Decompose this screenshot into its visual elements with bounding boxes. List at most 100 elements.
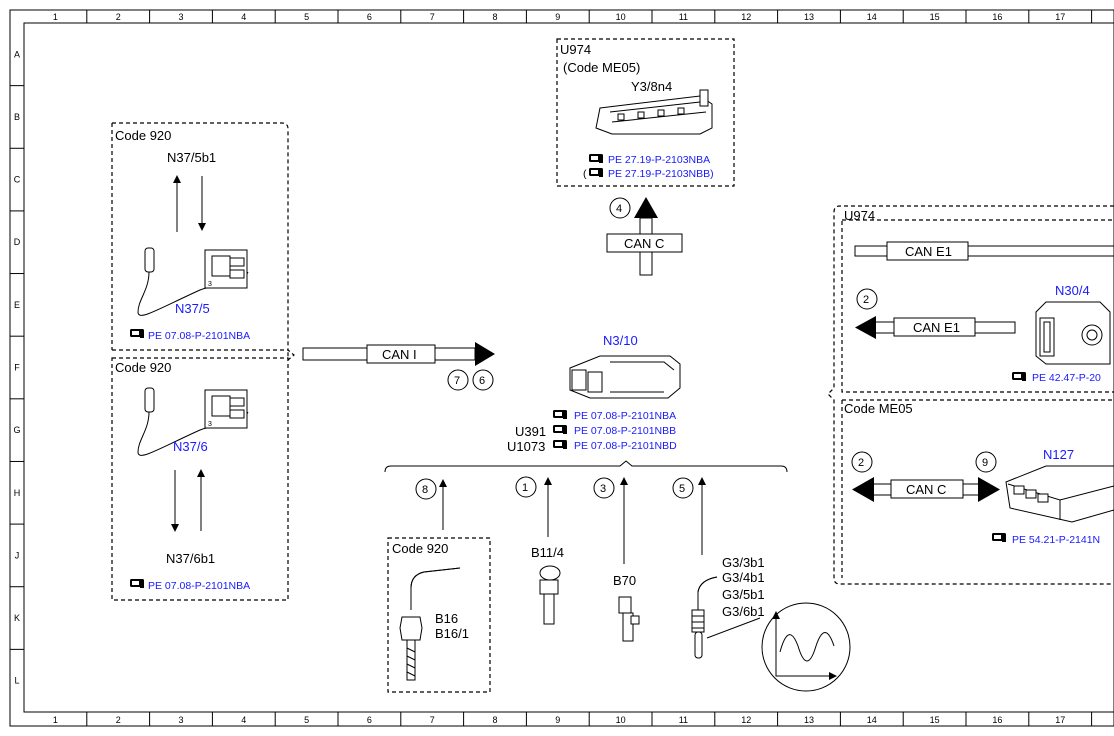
pointing-hand-icon: [130, 579, 144, 588]
column-number: 9: [555, 12, 560, 22]
bracket: [384, 460, 788, 473]
reference-link[interactable]: PE 42.47-P-20: [1032, 372, 1101, 384]
column-number: 13: [804, 715, 814, 725]
label-g3-3b1: G3/3b1: [722, 555, 765, 570]
component-n30-4: N30/4: [1055, 283, 1090, 298]
signal-label-n37-5b1: N37/5b1: [167, 150, 216, 165]
box-title: Code 920: [392, 541, 448, 556]
component-n127: N127: [1043, 447, 1074, 462]
pointing-hand-icon: [553, 410, 567, 419]
svg-text:3: 3: [208, 421, 212, 428]
reference-link[interactable]: PE 07.08-P-2101NBA: [148, 580, 250, 592]
box-code920-n37-5: Code 920 N37/5b1 3 N37/5 PE 07.08-P-2101…: [111, 122, 295, 362]
label-u391: U391: [515, 424, 546, 439]
crankshaft-sensor-b70-graphic: [618, 596, 640, 642]
bus-label-can-i: CAN I: [382, 347, 417, 362]
reference-link[interactable]: PE 54.21-P-2141N: [1012, 534, 1100, 546]
column-number: 15: [930, 12, 940, 22]
component-n3-10: N3/10: [603, 333, 638, 348]
column-number: 11: [679, 12, 688, 22]
pointing-hand-icon: [589, 154, 603, 163]
bubble-2: 2: [858, 457, 864, 469]
row-letter: L: [14, 676, 19, 686]
pointing-hand-icon: [992, 533, 1006, 542]
row-letter: G: [13, 425, 20, 435]
column-number: 7: [430, 715, 435, 725]
column-number: 17: [1055, 12, 1065, 22]
column-number: 16: [992, 12, 1002, 22]
pointer-line: [706, 617, 761, 639]
column-number: 7: [430, 12, 435, 22]
pointing-hand-icon: [553, 440, 567, 449]
reference-link[interactable]: PE 27.19-P-2103NBA: [608, 154, 710, 166]
box-subtitle: (Code ME05): [563, 60, 640, 75]
component-y3-8n4: Y3/8n4: [631, 79, 672, 94]
label-g3-4b1: G3/4b1: [722, 570, 765, 585]
right-panel-u974: U974 CAN E1 2 CAN E1 N30/4 PE 42.47-P-20…: [827, 205, 1114, 585]
component-n37-6: N37/6: [173, 439, 208, 454]
column-number: 15: [930, 715, 940, 725]
can-i-bus: CAN I 7 6: [302, 342, 495, 391]
label-g3-6b1: G3/6b1: [722, 604, 765, 619]
label-b16: B16: [435, 611, 458, 626]
label-g3-5b1: G3/5b1: [722, 587, 765, 602]
row-letter: D: [14, 237, 21, 247]
bus-label-can-e1-top: CAN E1: [905, 244, 952, 259]
column-number: 14: [867, 715, 877, 725]
column-number: 17: [1055, 715, 1065, 725]
column-number: 10: [616, 12, 626, 22]
waveform-circle-icon: [761, 602, 851, 692]
column-number: 11: [679, 715, 688, 725]
column-number: 4: [241, 715, 246, 725]
bus-label-can-c: CAN C: [906, 482, 946, 497]
row-letter: C: [14, 175, 21, 185]
can-c-top-bus: CAN C 4: [606, 197, 683, 276]
sensor-inputs: 8 Code 920 B16 B16/1 1 B11/4 3 B70: [387, 476, 851, 693]
bubble-3: 3: [600, 483, 606, 495]
bubble-5: 5: [679, 483, 685, 495]
ref-paren: (: [583, 168, 587, 180]
ecu-graphic: [569, 355, 681, 399]
valve-body-graphic: [595, 89, 713, 135]
column-number: 1: [53, 715, 58, 725]
bubble-9: 9: [982, 457, 988, 469]
column-number: 12: [741, 715, 751, 725]
row-letter: A: [14, 49, 20, 59]
esp-unit-n30-4-graphic: [1035, 301, 1111, 365]
label-b70: B70: [613, 573, 636, 588]
pointing-hand-icon: [130, 329, 144, 338]
component-n37-5: N37/5: [175, 301, 210, 316]
pointing-hand-icon: [589, 168, 603, 177]
column-number: 5: [304, 12, 309, 22]
box-title: U974: [560, 42, 591, 57]
bus-label-can-e1: CAN E1: [913, 320, 960, 335]
box-code920-n37-6: Code 920 3 N37/6 N37/6b1 PE 07.08-P-2101…: [111, 357, 289, 601]
reference-link[interactable]: PE 27.19-P-2103NBB): [608, 168, 714, 180]
reference-link[interactable]: PE 07.08-P-2101NBA: [148, 330, 250, 342]
box-title: Code 920: [115, 128, 171, 143]
nox-sensor-n37-6-graphic: 3: [137, 387, 249, 456]
reference-link[interactable]: PE 07.08-P-2101NBA: [574, 410, 676, 422]
reference-link[interactable]: PE 07.08-P-2101NBB: [574, 425, 676, 437]
row-letter: E: [14, 300, 20, 310]
column-number: 12: [741, 12, 751, 22]
temp-sensor-b16-graphic: [399, 567, 461, 681]
column-number: 8: [492, 12, 497, 22]
column-number: 4: [241, 12, 246, 22]
box-title: Code ME05: [844, 401, 913, 416]
bubble-8: 8: [422, 484, 428, 496]
label-b11-4: B11/4: [531, 545, 564, 560]
bubble-7: 7: [454, 375, 460, 387]
column-number: 13: [804, 12, 814, 22]
column-number: 2: [116, 715, 121, 725]
reference-link[interactable]: PE 07.08-P-2101NBD: [574, 440, 677, 452]
signal-label-n37-6b1: N37/6b1: [166, 551, 215, 566]
coolant-sensor-b11-4-graphic: [539, 565, 561, 625]
bubble-2: 2: [863, 294, 869, 306]
column-number: 14: [867, 12, 877, 22]
